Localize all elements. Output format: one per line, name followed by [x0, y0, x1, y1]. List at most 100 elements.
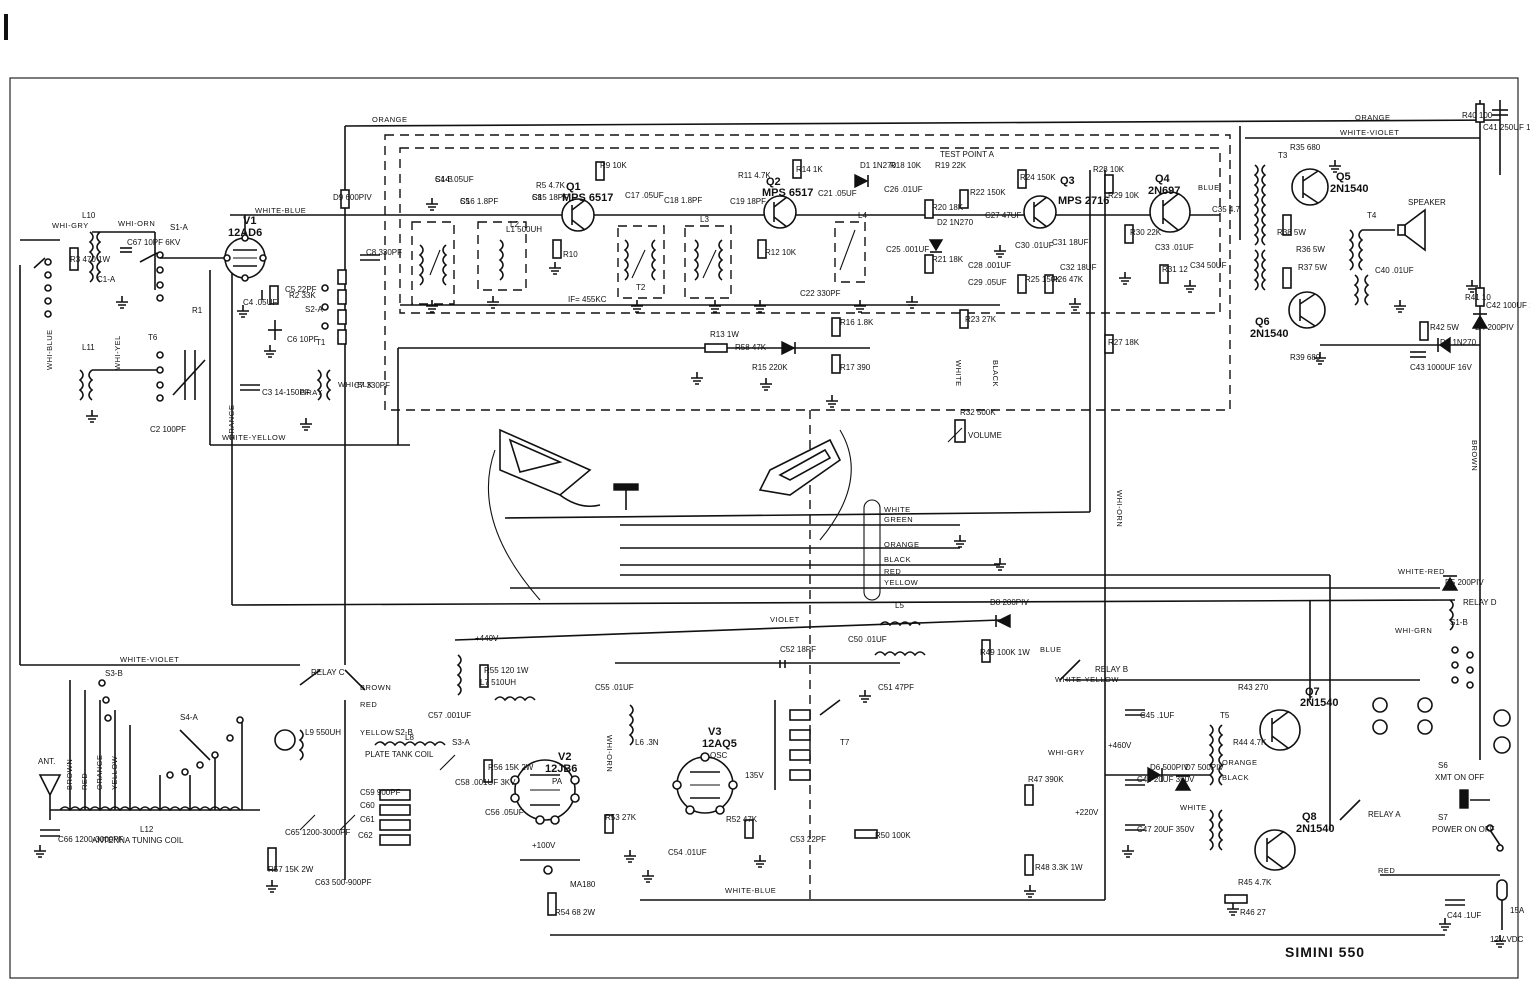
part-label: C22 330PF: [800, 289, 841, 298]
ground-icon: [631, 300, 643, 313]
part-label: C34 50UF: [1190, 261, 1227, 270]
part-label: L8: [405, 733, 414, 742]
mixer-components: [240, 189, 380, 401]
q6-ref: Q6: [1255, 316, 1270, 328]
part-label: C1-A: [97, 275, 116, 284]
ground-icon: [826, 395, 838, 408]
part-label: R13 1W: [710, 330, 739, 339]
v135-label: 135V: [745, 771, 764, 780]
part-label: R1: [192, 306, 203, 315]
part-label: R17 390: [840, 363, 871, 372]
v3-ref: V3: [708, 726, 721, 738]
part-label: L9 550UH: [305, 728, 341, 737]
ground-icon: [854, 300, 866, 313]
wire-label: BLACK: [991, 360, 1000, 387]
part-label: R10: [563, 250, 578, 259]
part-label: C67 10PF 6KV: [127, 238, 181, 247]
q2-transistor: [763, 195, 797, 229]
v460-label: +460V: [1108, 741, 1132, 750]
part-label: C54 .01UF: [668, 848, 707, 857]
corner-mark: [4, 14, 8, 40]
wire-label: RED: [80, 773, 89, 790]
ground-icon: [264, 345, 276, 358]
part-label: S4-A: [180, 713, 198, 722]
ground-icon: [760, 378, 772, 391]
ground-icon: [754, 300, 766, 313]
part-label: R39 680: [1290, 353, 1321, 362]
v220-label: +220V: [1075, 808, 1099, 817]
v1-type: 12AD6: [228, 227, 262, 239]
antenna-label: ANT.: [38, 757, 55, 766]
speaker-label: SPEAKER: [1408, 198, 1446, 207]
part-label: C46 20UF 350V: [1137, 775, 1195, 784]
part-label: R35 680: [1290, 143, 1321, 152]
part-label: D5 200PIV: [1445, 578, 1484, 587]
test-point-label: TEST POINT A: [940, 150, 995, 159]
part-label: R50 100K: [875, 831, 911, 840]
q1-transistor: [561, 198, 595, 232]
part-label: D2 1N270: [937, 218, 974, 227]
part-label: C65 1200-3000PF: [285, 828, 350, 837]
ground-icon: [1314, 352, 1326, 365]
wire-label: GREEN: [884, 515, 913, 524]
part-label: S5: [460, 197, 470, 206]
wire-label: BROWN: [360, 683, 391, 692]
wire-label: WHI-GRY: [52, 221, 89, 230]
part-label: D7 500PIV: [1185, 763, 1224, 772]
rf-input-section: [20, 231, 230, 402]
wire-label: ORANGE: [1222, 758, 1258, 767]
part-label: C55 .01UF: [595, 683, 634, 692]
wire-label: WHITE-YELLOW: [222, 433, 286, 442]
part-label: D1 1N270: [860, 161, 897, 170]
q8-ref: Q8: [1302, 811, 1317, 823]
wire-label: WHITE: [884, 505, 911, 514]
part-label: L1 500UH: [506, 225, 542, 234]
part-label: D9 600PIV: [333, 193, 372, 202]
part-label: C17 .05UF: [625, 191, 664, 200]
wire-label: WHITE-BLUE: [725, 886, 776, 895]
part-label: T3: [1278, 151, 1288, 160]
v2-type: 12JB6: [545, 763, 577, 775]
q7-type: 2N1540: [1300, 697, 1339, 709]
antenna-tuning-section: [38, 679, 260, 837]
wire-label: WHITE-RED: [1398, 567, 1445, 576]
part-label: T1: [316, 338, 326, 347]
detector-diodes: [704, 173, 944, 374]
part-label: C63 500-900PF: [315, 878, 372, 887]
antenna-icon: [38, 774, 62, 797]
part-label: R40 100: [1462, 111, 1493, 120]
part-label: C15 18PF: [532, 193, 568, 202]
fuse-icon: [1496, 879, 1508, 901]
wire-label: WHI-GRY: [1048, 748, 1085, 757]
part-label: R54 68 2W: [555, 908, 595, 917]
audio-stage-resistors: [552, 159, 1169, 443]
part-label: D3 1N270: [1440, 338, 1477, 347]
v1-tube: [223, 215, 267, 282]
part-label: C18 1.8PF: [664, 196, 702, 205]
q5-type: 2N1540: [1330, 183, 1369, 195]
wire-label: BROWN: [1470, 440, 1479, 471]
q4-ref: Q4: [1155, 173, 1171, 185]
part-label: D6 500PIV: [1150, 763, 1189, 772]
ground-icon: [1122, 845, 1134, 858]
wire-label: WHI-ORN: [118, 219, 155, 228]
part-label: R42 5W: [1430, 323, 1459, 332]
part-label: R16 1.8K: [840, 318, 874, 327]
part-label: D4 200PIV: [1475, 323, 1514, 332]
wire-label: WHI-BLUE: [45, 329, 54, 370]
q7-ref: Q7: [1305, 686, 1320, 698]
transmitter-components: [267, 613, 1034, 916]
part-label: L5: [895, 601, 904, 610]
part-label: R43 270: [1238, 683, 1269, 692]
ground-icon: [859, 690, 871, 703]
part-label: R46 27: [1240, 908, 1266, 917]
hv-label: +440V: [475, 634, 499, 643]
part-label: R58 47K: [735, 343, 767, 352]
q4-transistor: [1149, 191, 1191, 233]
part-label: L6 .3N: [635, 738, 659, 747]
wire-label: WHI-YEL: [113, 335, 122, 370]
part-label: R20 18K: [932, 203, 964, 212]
power-label: POWER ON OFF: [1432, 825, 1495, 834]
part-label: C14 .05UF: [435, 175, 474, 184]
